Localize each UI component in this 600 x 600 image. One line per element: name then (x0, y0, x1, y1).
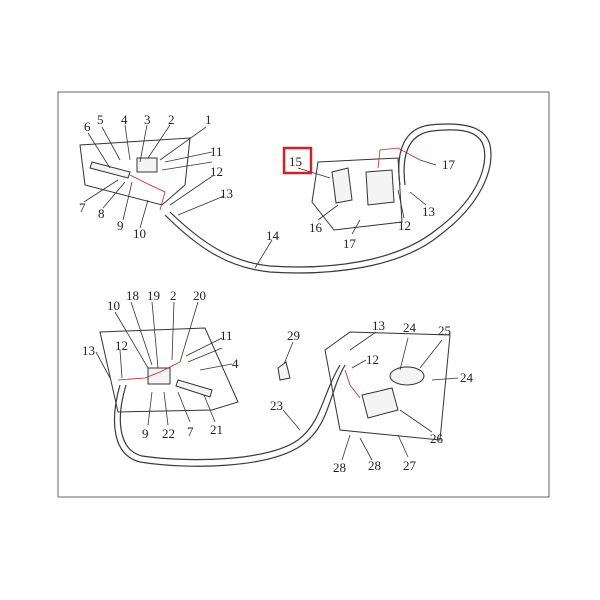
label-10: 10 (133, 226, 146, 241)
label-17: 17 (343, 236, 357, 251)
label-1: 1 (205, 112, 212, 127)
label-24-top: 24 (403, 320, 417, 335)
upper-left-master-cylinder (136, 157, 158, 173)
label-4: 4 (121, 112, 128, 127)
label-16: 16 (309, 220, 323, 235)
label-25: 25 (438, 323, 451, 338)
upper-right-plate (311, 157, 403, 231)
label-21: 21 (210, 422, 223, 437)
label-24-right: 24 (460, 370, 474, 385)
lower-right-redline (344, 369, 361, 399)
label-9: 9 (117, 218, 124, 233)
label-22: 22 (162, 426, 175, 441)
label-8: 8 (98, 206, 105, 221)
label-6: 6 (84, 119, 91, 134)
label-12-lower: 12 (115, 338, 128, 353)
label-5: 5 (97, 112, 104, 127)
label-28-left: 28 (333, 460, 346, 475)
upper-hose-inner (169, 129, 486, 268)
highlight-box (282, 146, 313, 175)
label-19: 19 (147, 288, 160, 303)
label-13: 13 (220, 186, 233, 201)
label-20: 20 (193, 288, 206, 303)
lower-hose-outer (113, 364, 346, 467)
label-28-right: 28 (368, 458, 381, 473)
label-4-lower: 4 (232, 356, 239, 371)
upper-caliper-right (365, 169, 395, 206)
lower-left-redline (117, 361, 181, 381)
upper-left-redline (129, 174, 166, 211)
label-15-highlighted: 15 (289, 154, 302, 169)
lower-leader-lines (95, 301, 459, 461)
label-13-lower-right: 13 (372, 318, 385, 333)
upper-right-redline (377, 147, 421, 169)
lower-right-plate (324, 331, 451, 441)
upper-caliper-left (331, 167, 353, 204)
label-7: 7 (79, 200, 86, 215)
label-27: 27 (403, 458, 417, 473)
lower-caliper-pad (389, 366, 425, 386)
label-2-lower: 2 (170, 288, 177, 303)
label-9-lower: 9 (142, 426, 149, 441)
lower-left-lever (175, 379, 213, 398)
label-13-right: 13 (422, 204, 435, 219)
lower-hose-inner (119, 364, 341, 461)
label-12-right: 12 (398, 218, 411, 233)
label-2: 2 (168, 112, 175, 127)
upper-leader-lines (83, 124, 437, 269)
label-29: 29 (287, 328, 300, 343)
label-3: 3 (144, 112, 151, 127)
label-26: 26 (430, 431, 444, 446)
diagram-border (57, 91, 550, 498)
label-13-lower: 13 (82, 343, 95, 358)
label-23: 23 (270, 398, 283, 413)
upper-left-lever (89, 161, 131, 179)
label-11-lower: 11 (220, 328, 233, 343)
label-10-lower: 10 (107, 298, 120, 313)
lower-left-master-cylinder (147, 367, 171, 385)
label-12-lower-right: 12 (366, 352, 379, 367)
label-12: 12 (210, 164, 223, 179)
label-17-right: 17 (442, 157, 456, 172)
label-11: 11 (210, 144, 223, 159)
lower-caliper-body (361, 387, 399, 419)
label-14: 14 (266, 228, 280, 243)
upper-hose-outer (164, 123, 492, 274)
label-7-lower: 7 (187, 424, 194, 439)
part-29-clip (277, 361, 291, 381)
label-18: 18 (126, 288, 139, 303)
lower-left-plate (99, 327, 239, 413)
upper-left-plate (79, 137, 191, 206)
